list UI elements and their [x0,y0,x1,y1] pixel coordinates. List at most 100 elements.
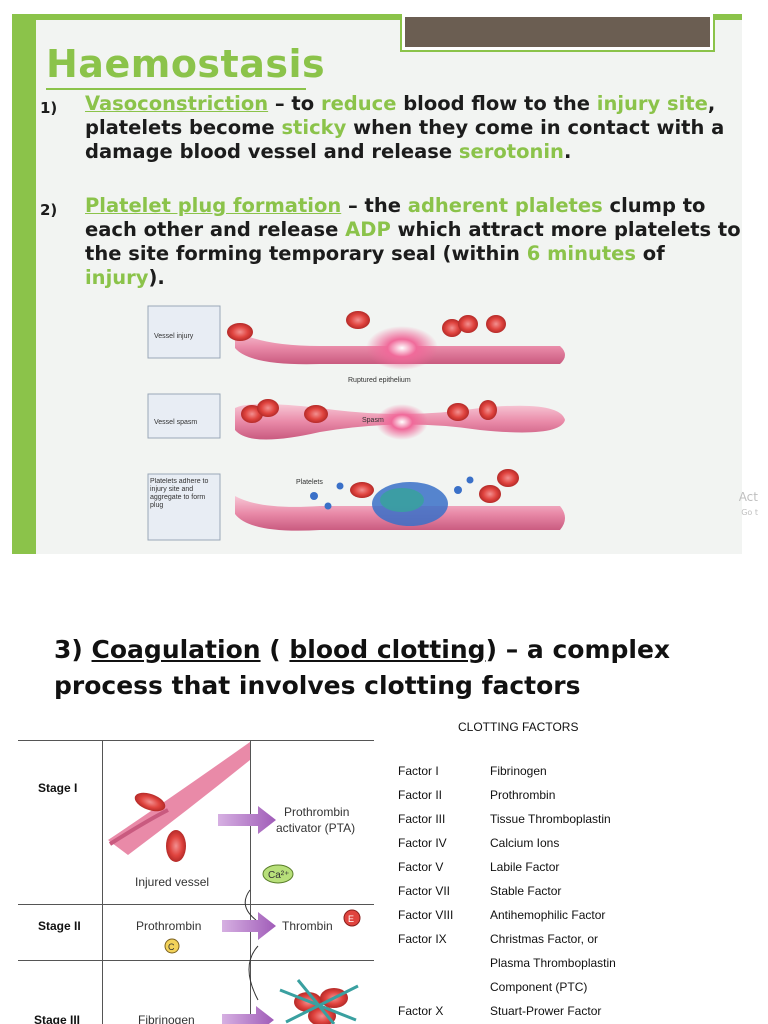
factor-name: Component (PTC) [490,980,588,994]
text: which attract more platelets to the site… [85,218,741,265]
rbc [257,399,279,417]
rbc [458,315,478,333]
rbc [479,485,501,503]
rbc [486,315,506,333]
haemostasis-diagram: Vessel injury Ruptured epithelium Vessel… [147,305,565,541]
watermark-text: Act [738,490,758,504]
factor-name: Prothrombin [490,788,556,802]
text: ). [148,266,165,289]
note-platelets: Platelets [296,479,323,486]
text: , platelets become [85,92,716,139]
pta-label-line2: activator (PTA) [276,821,355,835]
stage-1-label: Stage I [38,781,77,795]
platelet [336,482,344,490]
rbc [166,830,186,862]
factor-id: Factor V [398,860,444,874]
vessel-wall [108,808,169,846]
coagulation-heading: 3) Coagulation ( blood clotting) – a com… [54,632,674,704]
slide-side-bar [12,14,36,554]
heading-text: ( [260,635,290,664]
factor-name: Tissue Thromboplastin [490,812,611,826]
rbc [447,403,469,421]
factor-name: Antihemophilic Factor [490,908,606,922]
text: blood flow to the [396,92,597,115]
injured-vessel-label: Injured vessel [135,875,209,889]
factor-name: Stable Factor [490,884,562,898]
connector-arrow [248,945,259,1001]
injured-vessel-graphic [108,742,250,855]
highlight: injury site [596,92,708,115]
term-vasoconstriction: Vasoconstriction [85,92,269,115]
factor-name: Calcium Ions [490,836,560,850]
factor-name: Plasma Thromboplastin [490,956,616,970]
fibrin-mesh [279,979,359,1024]
factor-name: Christmas Factor, or [490,932,599,946]
label-box [147,393,221,439]
factor-id: Factor I [398,764,439,778]
platelet [454,486,462,494]
text: when they come in contact with a damage … [85,116,725,163]
slide-header-box [400,14,715,52]
rbc [346,311,370,329]
fibrinogen-label: Fibrinogen [138,1013,195,1024]
factor-id: Factor VII [398,884,451,898]
note-spasm: Spasm [362,417,384,424]
row-platelet-plug: Platelets adhere to injury site and aggr… [147,469,565,541]
factor-id: Factor IX [398,932,447,946]
factor-name: Stuart-Prower Factor [490,1004,602,1018]
factor-id: Factor X [398,1004,444,1018]
stage-grid [18,740,374,1024]
rbc [304,405,328,423]
point-number: 2) [40,201,58,219]
rbc [497,469,519,487]
text: – to [268,92,321,115]
heading-text: ) – a complex process that involves clot… [54,635,671,700]
pta-label-line1: Prothrombin [284,805,349,819]
factor-id: Factor IV [398,836,447,850]
circle-e-badge [343,909,361,927]
factor-id: Factor III [398,812,446,826]
rbc [134,792,166,812]
arrow-to-thrombin [222,912,276,940]
text: – the [341,194,408,217]
coagulation-slide: 3) Coagulation ( blood clotting) – a com… [12,620,692,1024]
highlight: ADP [345,218,391,241]
haemostasis-slide: Haemostasis [12,14,742,554]
platelet-plug-core [380,488,424,512]
circle-c-label: C [168,942,175,952]
factor-id: Factor VIII [398,908,454,922]
slide-top-bar [12,14,742,20]
factor-id: Factor II [398,788,443,802]
platelet [324,502,332,510]
title-underline [46,88,306,90]
stage-3-label: Stage III [34,1013,80,1024]
arrow-to-pta [218,806,276,834]
highlight: sticky [281,116,347,139]
highlight: injury [85,266,149,289]
text: of [636,242,665,265]
term-coagulation: Coagulation [91,635,261,664]
note-ruptured-epithelium: Ruptured epithelium [348,377,411,384]
row-vessel-spasm: Vessel spasm Spasm [147,393,565,440]
connector-arrow [244,889,257,921]
highlight: reduce [320,92,397,115]
rbc [442,319,462,337]
label-box [147,473,221,541]
label-vessel-injury: Vessel injury [154,333,194,340]
term-platelet-plug: Platelet plug formation [85,194,342,217]
text: . [563,140,572,163]
factor-name: Labile Factor [490,860,560,874]
platelet [466,476,474,484]
text: clump to each other and release [85,194,706,241]
injury-glow [366,326,438,370]
highlight: adherent plaletes [407,194,603,217]
label-platelets-adhere: Platelets adhere to injury site and aggr… [150,478,208,509]
highlight: 6 minutes [526,242,637,265]
highlight: serotonin [458,140,564,163]
factor-name: Fibrinogen [490,764,547,778]
point-number: 1) [40,99,58,117]
stage-2-label: Stage II [38,919,81,933]
circle-c-badge [164,938,180,954]
calcium-label: Ca²⁺ [268,870,289,881]
calcium-ion [262,864,294,884]
